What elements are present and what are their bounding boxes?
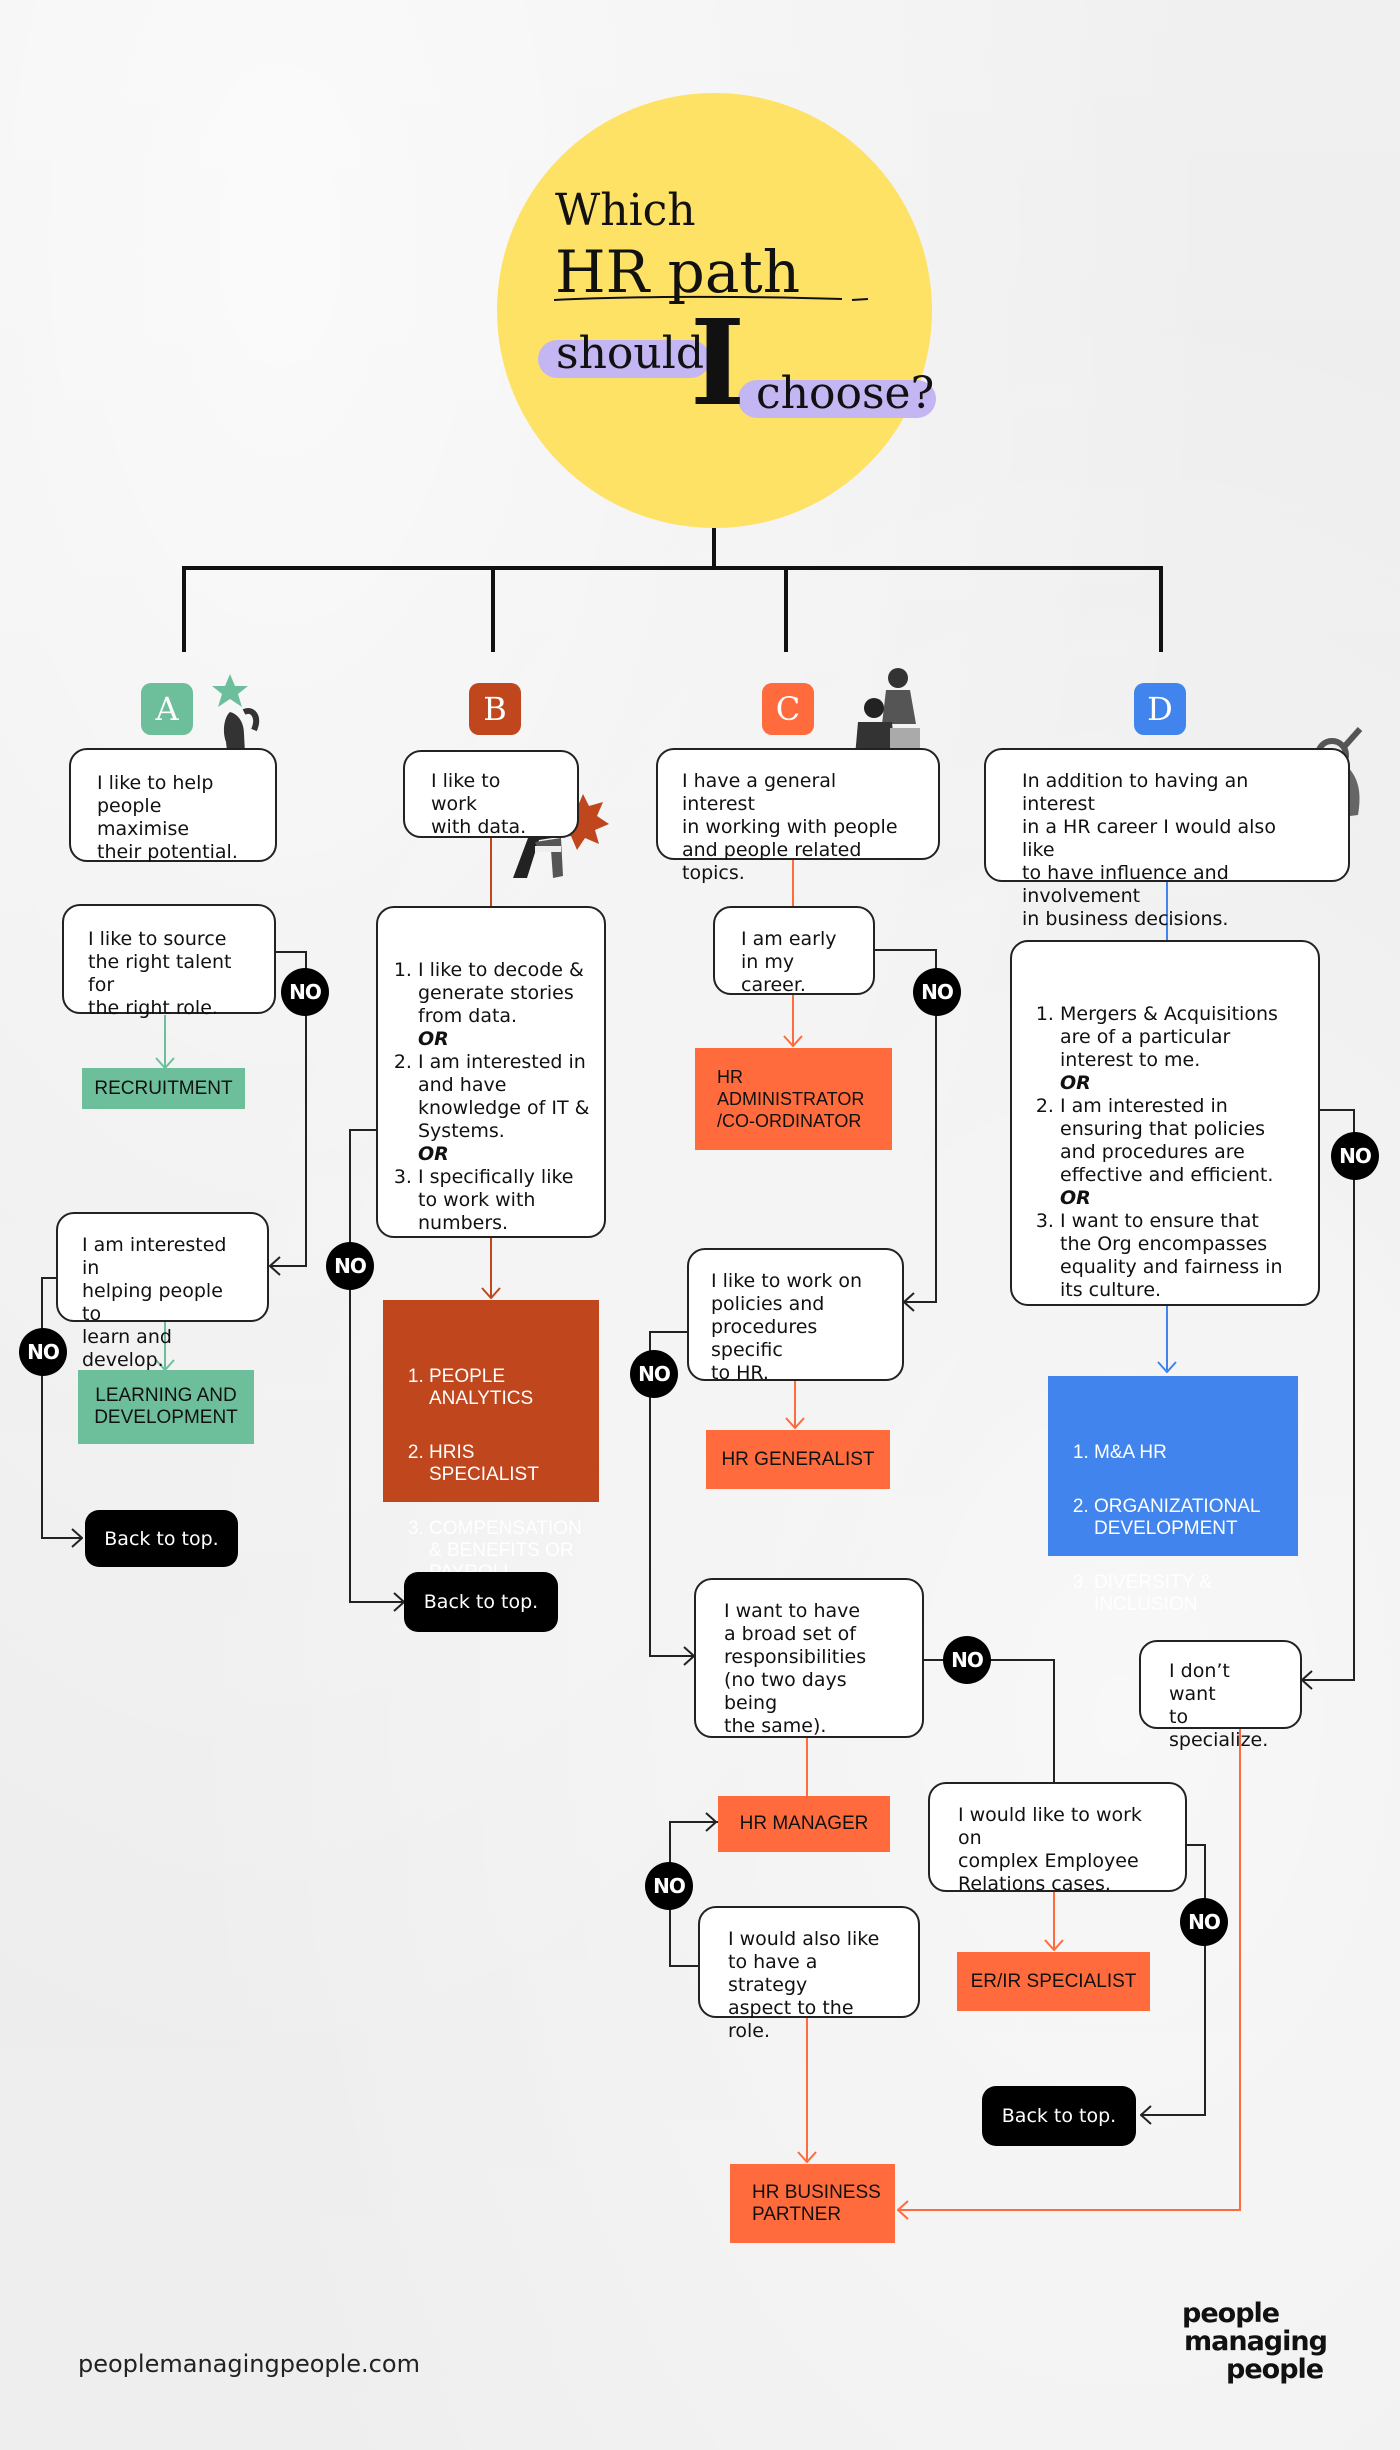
option-c-question-strategy: I would also like to have a strategy asp… [698, 1906, 920, 2042]
title-highlight-should [538, 340, 710, 378]
option-d-question-not-specialize: I don’t want to specialize. [1139, 1640, 1302, 1751]
option-b-criteria-3: I specifically like to work with numbers… [418, 1166, 590, 1235]
no-badge: NO [281, 968, 329, 1016]
result-people-analytics: PEOPLE ANALYTICS [429, 1366, 579, 1410]
option-d-criteria-list: Mergers & Acquisitions are of a particul… [1010, 940, 1320, 1306]
option-b-badge: B [469, 683, 521, 735]
option-c-intro: I have a general interest in working wit… [656, 748, 940, 884]
no-badge: NO [645, 1862, 693, 1910]
option-c-question-policies: I like to work on policies and procedure… [687, 1248, 904, 1384]
logo-line-1: people [1182, 2298, 1280, 2329]
option-d-criteria-1: Mergers & Acquisitions are of a particul… [1060, 1003, 1296, 1072]
option-b-results: PEOPLE ANALYTICS HRIS SPECIALIST COMPENS… [383, 1300, 599, 1583]
no-badge: NO [1331, 1132, 1379, 1180]
option-c-back-to-top-button[interactable]: Back to top. [982, 2086, 1136, 2146]
logo-line-2: managing [1184, 2326, 1328, 2357]
option-d-criteria-2: I am interested in ensuring that policie… [1060, 1095, 1296, 1187]
option-d-results: M&A HR ORGANIZATIONAL DEVELOPMENT DIVERS… [1048, 1376, 1298, 1615]
or-label: OR [418, 1143, 449, 1165]
option-c-question-broad-responsibilities: I want to have a broad set of responsibi… [694, 1578, 924, 1738]
no-badge: NO [630, 1350, 678, 1398]
footer-website-link[interactable]: peoplemanagingpeople.com [78, 2350, 420, 2378]
title-line2: HR path [555, 238, 801, 306]
option-c-question-early-career: I am early in my career. [713, 906, 875, 996]
result-hr-administrator: HR ADMINISTRATOR /CO-ORDINATOR [695, 1048, 892, 1150]
title-line3-should: should [556, 328, 704, 379]
title-line3-choose: choose? [756, 368, 935, 419]
brand-logo: people managing people [1182, 2298, 1328, 2385]
option-c-question-employee-relations: I would like to work on complex Employee… [928, 1782, 1187, 1895]
result-diversity-inclusion: DIVERSITY & INCLUSION [1094, 1572, 1278, 1616]
option-b-back-to-top-button[interactable]: Back to top. [404, 1572, 558, 1632]
title-line1: Which [555, 185, 696, 236]
result-learning-and-development: LEARNING AND DEVELOPMENT [78, 1370, 254, 1444]
result-er-ir-specialist: ER/IR SPECIALIST [957, 1952, 1150, 2011]
result-hr-manager: HR MANAGER [718, 1796, 890, 1852]
option-b-criteria-list: I like to decode & generate stories from… [376, 906, 606, 1238]
option-b-criteria-2: I am interested in and have knowledge of… [418, 1051, 590, 1143]
title-circle [497, 93, 932, 528]
result-recruitment: RECRUITMENT [82, 1068, 245, 1109]
option-a-question-learning: I am interested in helping people to lea… [56, 1212, 269, 1371]
option-c-badge: C [762, 683, 814, 735]
option-a-intro: I like to help people maximise their pot… [69, 748, 277, 863]
no-badge: NO [19, 1328, 67, 1376]
or-label: OR [1060, 1187, 1091, 1209]
option-b-criteria-1: I like to decode & generate stories from… [418, 959, 590, 1028]
option-d-badge: D [1134, 683, 1186, 735]
no-badge: NO [913, 968, 961, 1016]
result-organizational-development: ORGANIZATIONAL DEVELOPMENT [1094, 1496, 1278, 1540]
option-a-badge: A [141, 683, 193, 735]
title-underline [553, 295, 869, 301]
title-line3-i: I [690, 293, 746, 432]
option-d-criteria-3: I want to ensure that the Org encompasse… [1060, 1210, 1296, 1302]
logo-line-3: people [1226, 2354, 1324, 2385]
result-ma-hr: M&A HR [1094, 1442, 1278, 1464]
result-hris-specialist: HRIS SPECIALIST [429, 1442, 579, 1486]
result-hr-business-partner: HR BUSINESS PARTNER [730, 2164, 895, 2243]
option-d-intro: In addition to having an interest in a H… [984, 748, 1350, 930]
option-a-question-recruitment: I like to source the right talent for th… [62, 904, 276, 1019]
no-badge: NO [943, 1636, 991, 1684]
no-badge: NO [1180, 1898, 1228, 1946]
no-badge: NO [326, 1242, 374, 1290]
title-highlight-choose [738, 380, 936, 418]
or-label: OR [418, 1028, 449, 1050]
option-a-back-to-top-button[interactable]: Back to top. [85, 1510, 238, 1567]
result-hr-generalist: HR GENERALIST [706, 1430, 890, 1489]
or-label: OR [1060, 1072, 1091, 1094]
option-b-intro: I like to work with data. [403, 750, 579, 838]
